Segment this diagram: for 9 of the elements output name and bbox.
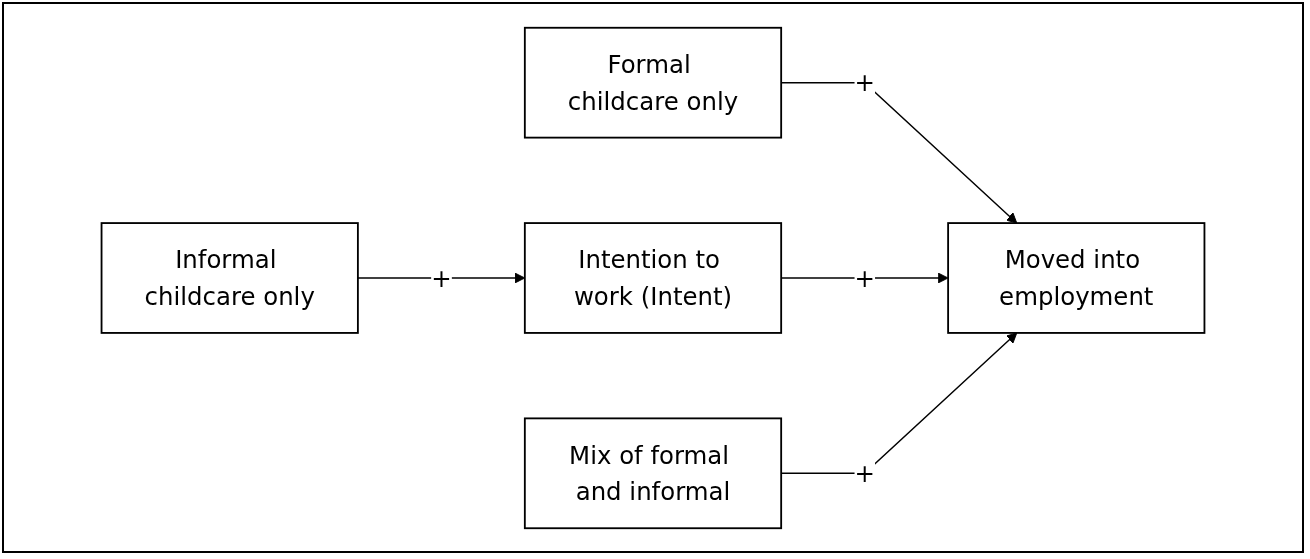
edge-label: +: [854, 262, 875, 293]
node-box: Mix of formal and informal: [523, 416, 783, 529]
node-box: Formal childcare only: [523, 26, 783, 139]
edge-label: +: [431, 262, 452, 293]
edge-label: +: [854, 458, 875, 488]
node-box: Intention to work (Intent): [523, 221, 783, 334]
node-box: Moved into employment: [947, 221, 1206, 334]
edge-label: +: [854, 67, 875, 97]
node-box: Informal childcare only: [100, 221, 359, 334]
